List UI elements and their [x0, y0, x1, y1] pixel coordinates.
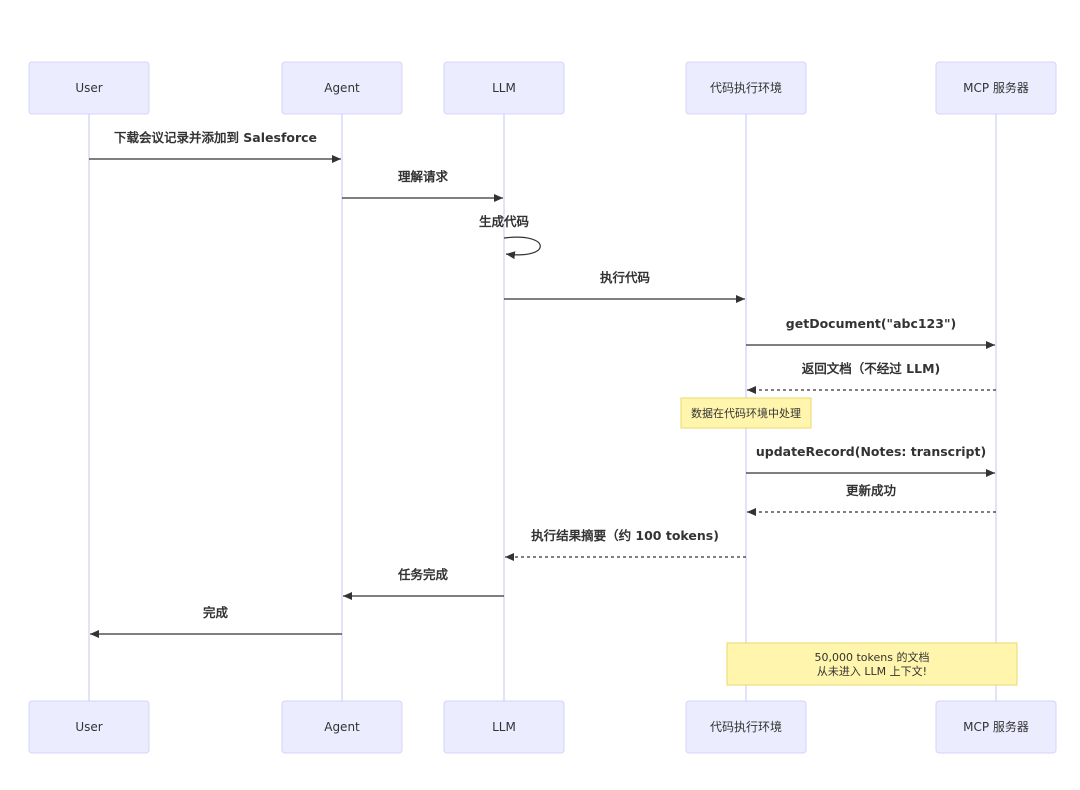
actor-box [281, 61, 403, 115]
actor-llm-bottom: LLM [443, 700, 565, 754]
message-label: 返回文档（不经过 LLM) [802, 361, 940, 376]
message-label: 更新成功 [846, 483, 896, 498]
message-8: 更新成功 [747, 483, 996, 516]
actors-top: User Agent LLM 代码执行环境 MCP 服务器 [28, 61, 1057, 115]
message-1: 下载会议记录并添加到 Salesforce [89, 130, 341, 163]
message-label: 理解请求 [398, 169, 449, 184]
actor-mcp-bottom: MCP 服务器 [935, 700, 1057, 754]
message-label: getDocument("abc123") [786, 316, 956, 331]
note-text: 从未进入 LLM 上下文! [817, 664, 927, 678]
actor-label: LLM [492, 81, 516, 95]
actor-label: MCP 服务器 [963, 80, 1029, 95]
actor-box [443, 61, 565, 115]
actor-label: 代码执行环境 [710, 80, 782, 95]
actor-label: 代码执行环境 [710, 719, 782, 734]
message-2: 理解请求 [342, 169, 503, 202]
actor-label: User [75, 720, 102, 734]
message-4: 执行代码 [504, 270, 745, 303]
note-box [726, 642, 1018, 686]
actor-agent-bottom: Agent [281, 700, 403, 754]
actor-mcp-top: MCP 服务器 [935, 61, 1057, 115]
actor-box [443, 700, 565, 754]
lifelines [88, 114, 997, 701]
message-5: getDocument("abc123") [746, 316, 995, 349]
actor-label: LLM [492, 720, 516, 734]
message-label: 任务完成 [397, 567, 449, 582]
message-label: updateRecord(Notes: transcript) [756, 444, 986, 459]
message-10: 任务完成 [343, 567, 504, 600]
actors-bottom: User Agent LLM 代码执行环境 MCP 服务器 [28, 700, 1057, 754]
note-1: 数据在代码环境中处理 [680, 397, 812, 429]
actor-label: Agent [324, 81, 360, 95]
message-11: 完成 [90, 605, 342, 638]
message-arrow [503, 236, 541, 260]
actor-user-bottom: User [28, 700, 150, 754]
message-9: 执行结果摘要（约 100 tokens) [505, 528, 746, 561]
actor-llm-top: LLM [443, 61, 565, 115]
actor-exec-top: 代码执行环境 [685, 61, 807, 115]
actor-box [281, 700, 403, 754]
actor-agent-top: Agent [281, 61, 403, 115]
message-label: 生成代码 [479, 214, 529, 229]
message-label: 完成 [203, 605, 229, 620]
message-label: 下载会议记录并添加到 Salesforce [114, 130, 317, 145]
actor-box [685, 700, 807, 754]
message-label: 执行结果摘要（约 100 tokens) [531, 528, 719, 543]
actor-label: Agent [324, 720, 360, 734]
actor-box [935, 700, 1057, 754]
actor-box [685, 61, 807, 115]
note-box [680, 397, 812, 429]
actor-user-top: User [28, 61, 150, 115]
message-label: 执行代码 [600, 270, 650, 285]
note-text: 数据在代码环境中处理 [691, 406, 801, 420]
actor-box [28, 61, 150, 115]
actor-label: User [75, 81, 102, 95]
message-3: 生成代码 [479, 214, 541, 260]
message-7: updateRecord(Notes: transcript) [746, 444, 995, 477]
message-6: 返回文档（不经过 LLM) [747, 361, 996, 394]
actor-label: MCP 服务器 [963, 719, 1029, 734]
note-text: 50,000 tokens 的文档 [815, 650, 930, 664]
actor-box [28, 700, 150, 754]
actor-exec-bottom: 代码执行环境 [685, 700, 807, 754]
actor-box [935, 61, 1057, 115]
